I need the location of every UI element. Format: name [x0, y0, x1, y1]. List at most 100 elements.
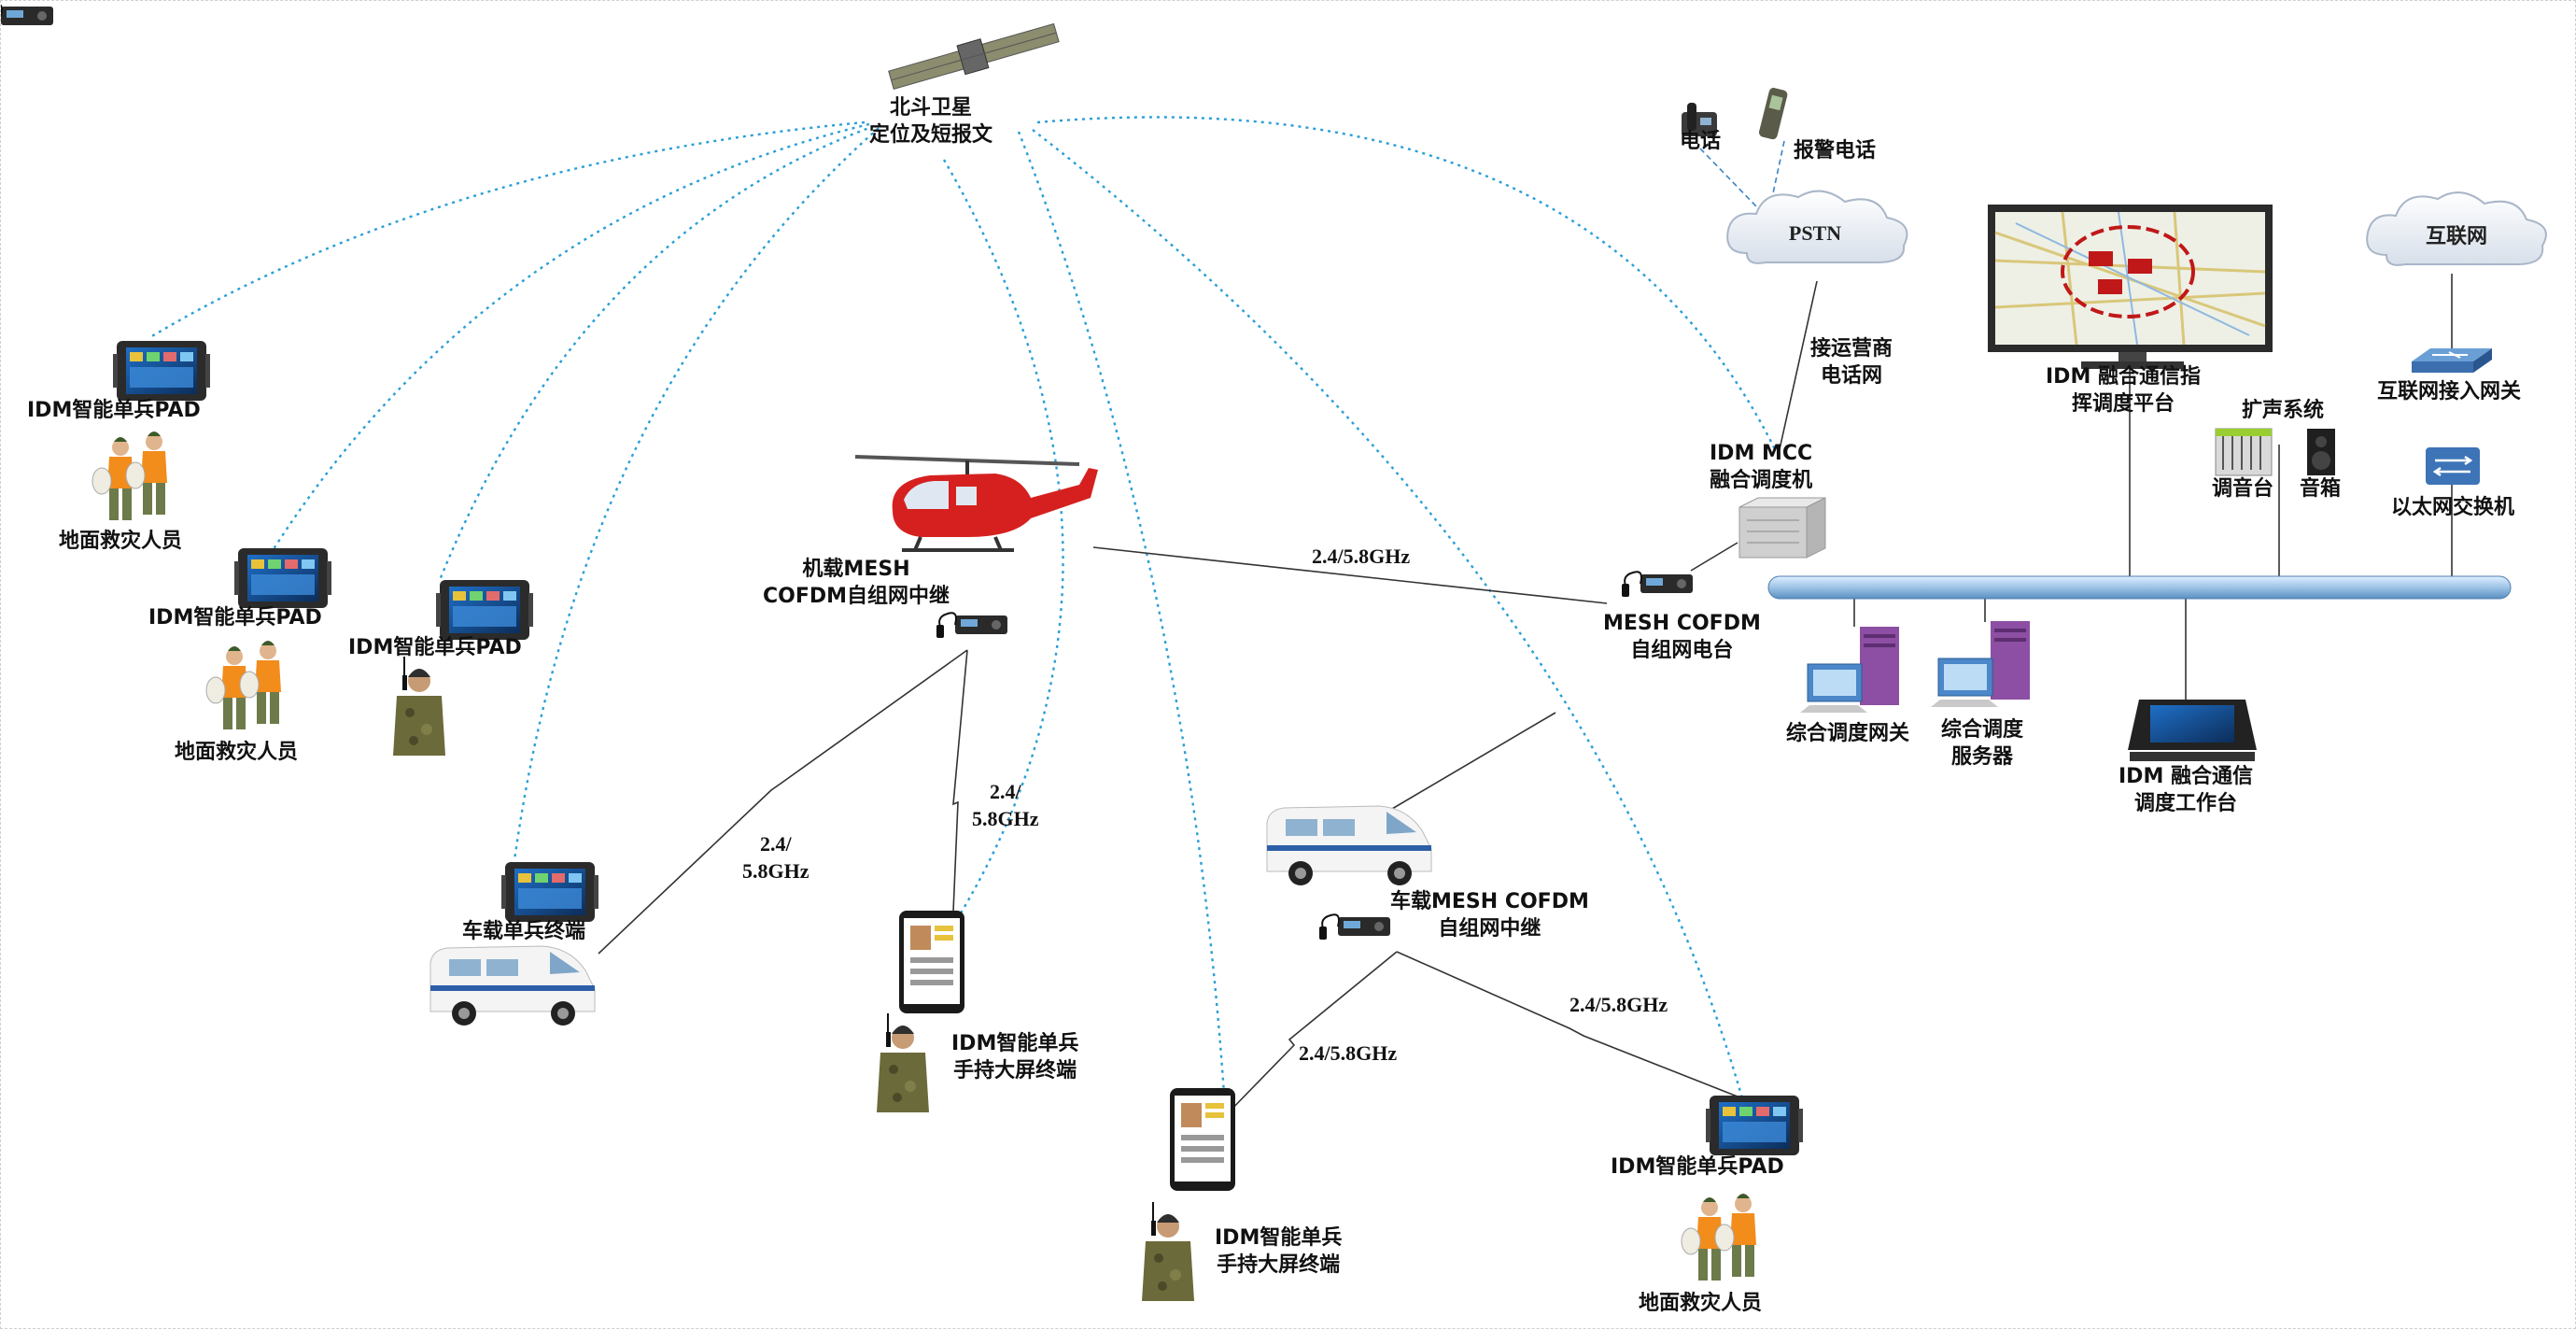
mobile-phone-icon: [1758, 88, 1788, 140]
carrier-label-line2: 电话网: [1821, 364, 1883, 388]
alarm-phone-label: 报警电话: [1794, 139, 1877, 163]
vehicle-terminal-label: 车载单兵终端: [462, 920, 586, 943]
pad-4-label: IDM智能单兵PAD: [1611, 1155, 1784, 1179]
freq-heli-handheld-line1: 2.4/: [989, 780, 1021, 803]
vehicle-relay-label-line1: 车载MESH COFDM: [1390, 890, 1589, 913]
satellite-label-line2: 定位及短报文: [869, 123, 993, 147]
carrier-label: 接运营商 电话网: [1810, 335, 1893, 389]
freq-heli-handheld-label: 2.4/ 5.8GHz: [972, 778, 1039, 832]
handheld-1-label-line2: 手持大屏终端: [953, 1059, 1077, 1082]
internet-gateway-label: 互联网接入网关: [2377, 380, 2522, 403]
workstation-label: IDM 融合通信 调度工作台: [2119, 763, 2253, 817]
handheld-2-label-line2: 手持大屏终端: [1217, 1253, 1341, 1277]
link-station-van: [1391, 712, 1556, 810]
vehicle-terminal-van-icon: [429, 945, 596, 1026]
mesh-station-radio-icon: [1, 3, 55, 30]
mixer-icon: [2215, 428, 2273, 476]
mesh-station-label-line2: 自组网电台: [1630, 639, 1734, 662]
mixer-label: 调音台: [2212, 477, 2274, 501]
ethernet-switch-label: 以太网交换机: [2391, 496, 2515, 519]
helicopter-label: 机载MESH COFDM自组网中继: [763, 556, 950, 610]
internet-cloud-icon: [2366, 191, 2547, 266]
sat-link-handheld-1: [942, 159, 1064, 927]
pstn-label: PSTN: [1788, 221, 1842, 245]
pad-3-label: IDM智能单兵PAD: [348, 636, 522, 659]
rescuers-1-label: 地面救灾人员: [59, 530, 183, 553]
internet-label: 互联网: [2425, 225, 2487, 248]
dispatch-gateway-label: 综合调度网关: [1786, 722, 1910, 745]
satellite-label: 北斗卫星 定位及短报文: [869, 94, 992, 149]
link-pstn-mcc: [1779, 280, 1818, 450]
speaker-label: 音箱: [2300, 477, 2342, 501]
link-heli-handheld: [952, 649, 968, 913]
handheld-1-icon: [899, 911, 964, 1013]
rescuers-1-icon: [91, 431, 168, 521]
satellite-label-line1: 北斗卫星: [890, 96, 973, 120]
sat-link-pad-3: [438, 124, 875, 581]
helicopter-label-line1: 机载MESH: [802, 558, 910, 581]
pad-2-icon: [234, 548, 331, 608]
pad-2-label: IDM智能单兵PAD: [148, 606, 322, 630]
rescuers-2-icon: [205, 640, 282, 730]
platform-label-line1: IDM 融合通信指: [2046, 365, 2201, 389]
link-heli-station: [1092, 546, 1608, 604]
sat-link-mcc: [1036, 116, 1777, 450]
link-phone-pstn: [1699, 148, 1757, 207]
freq-heli-station-label: 2.4/5.8GHz: [1312, 545, 1411, 568]
vehicle-relay-label: 车载MESH COFDM 自组网中继: [1390, 888, 1589, 942]
command-platform-screen-icon: [1988, 205, 2273, 369]
pa-system-label: 扩声系统: [2242, 399, 2325, 422]
handheld-2-icon: [1170, 1088, 1235, 1191]
handheld-2-label: IDM智能单兵 手持大屏终端: [1215, 1224, 1342, 1279]
dispatch-server-label: 综合调度 服务器: [1941, 716, 2023, 771]
dispatch-workstation-icon: [2128, 700, 2257, 761]
helicopter-label-line2: COFDM自组网中继: [763, 585, 950, 608]
link-heli-van-terminal: [598, 649, 968, 955]
satellite-icon: [888, 22, 1060, 91]
link-alarm-pstn: [1769, 140, 1785, 207]
sat-link-vehicle-terminal: [513, 127, 880, 861]
link-relay-handheld: [1223, 951, 1398, 1118]
rescuers-3-icon: [1681, 1193, 1757, 1281]
rescuers-3-label: 地面救灾人员: [1639, 1292, 1763, 1315]
mcc-label: IDM MCC 融合调度机: [1710, 440, 1812, 494]
vehicle-relay-label-line2: 自组网中继: [1438, 917, 1541, 941]
sat-link-pad-2: [270, 122, 870, 553]
phone-label: 电话: [1680, 130, 1722, 153]
soldier-3-icon: [1141, 1201, 1195, 1302]
helicopter-icon: [854, 455, 1098, 552]
sat-link-pad-1: [149, 120, 866, 339]
rescuers-2-label: 地面救灾人员: [175, 741, 299, 764]
platform-label-line2: 挥调度平台: [2071, 392, 2175, 416]
desk-phone-icon: [1682, 103, 1717, 136]
freq-relay-pad-label: 2.4/5.8GHz: [1570, 993, 1668, 1016]
satellite-links: [149, 116, 1777, 1099]
heli-radio-icon: [936, 612, 1008, 639]
platform-label: IDM 融合通信指 挥调度平台: [2046, 363, 2201, 417]
freq-heli-vehicle-label: 2.4/ 5.8GHz: [742, 830, 809, 884]
ethernet-switch-icon: [2426, 447, 2480, 485]
internet-gateway-icon: [2412, 348, 2492, 373]
pstn-cloud-icon: [1726, 190, 1908, 264]
freq-heli-vehicle-line1: 2.4/: [759, 832, 792, 856]
speaker-icon: [2307, 429, 2335, 475]
mesh-station-label-line1: MESH COFDM: [1603, 612, 1761, 635]
workstation-label-line1: IDM 融合通信: [2119, 765, 2253, 788]
workstation-label-line2: 调度工作台: [2133, 792, 2237, 815]
freq-heli-handheld-line2: 5.8GHz: [972, 807, 1039, 830]
pad-1-label: IDM智能单兵PAD: [27, 399, 201, 422]
dispatch-server-pc-icon: [1930, 620, 2031, 708]
wired-links: [598, 140, 2453, 1118]
handheld-1-label-line1: IDM智能单兵: [951, 1032, 1079, 1055]
vehicle-terminal-pad-icon: [501, 862, 598, 922]
sat-link-pad-4: [1032, 129, 1744, 1099]
ethernet-bus: [1767, 575, 2512, 600]
carrier-label-line1: 接运营商: [1810, 337, 1893, 361]
mcc-label-line1: IDM MCC: [1710, 442, 1813, 465]
sat-link-handheld-2: [1017, 131, 1226, 1095]
handheld-1-label: IDM智能单兵 手持大屏终端: [951, 1030, 1078, 1084]
dispatch-gateway-pc-icon: [1799, 626, 1900, 714]
soldier-1-icon: [392, 656, 446, 757]
